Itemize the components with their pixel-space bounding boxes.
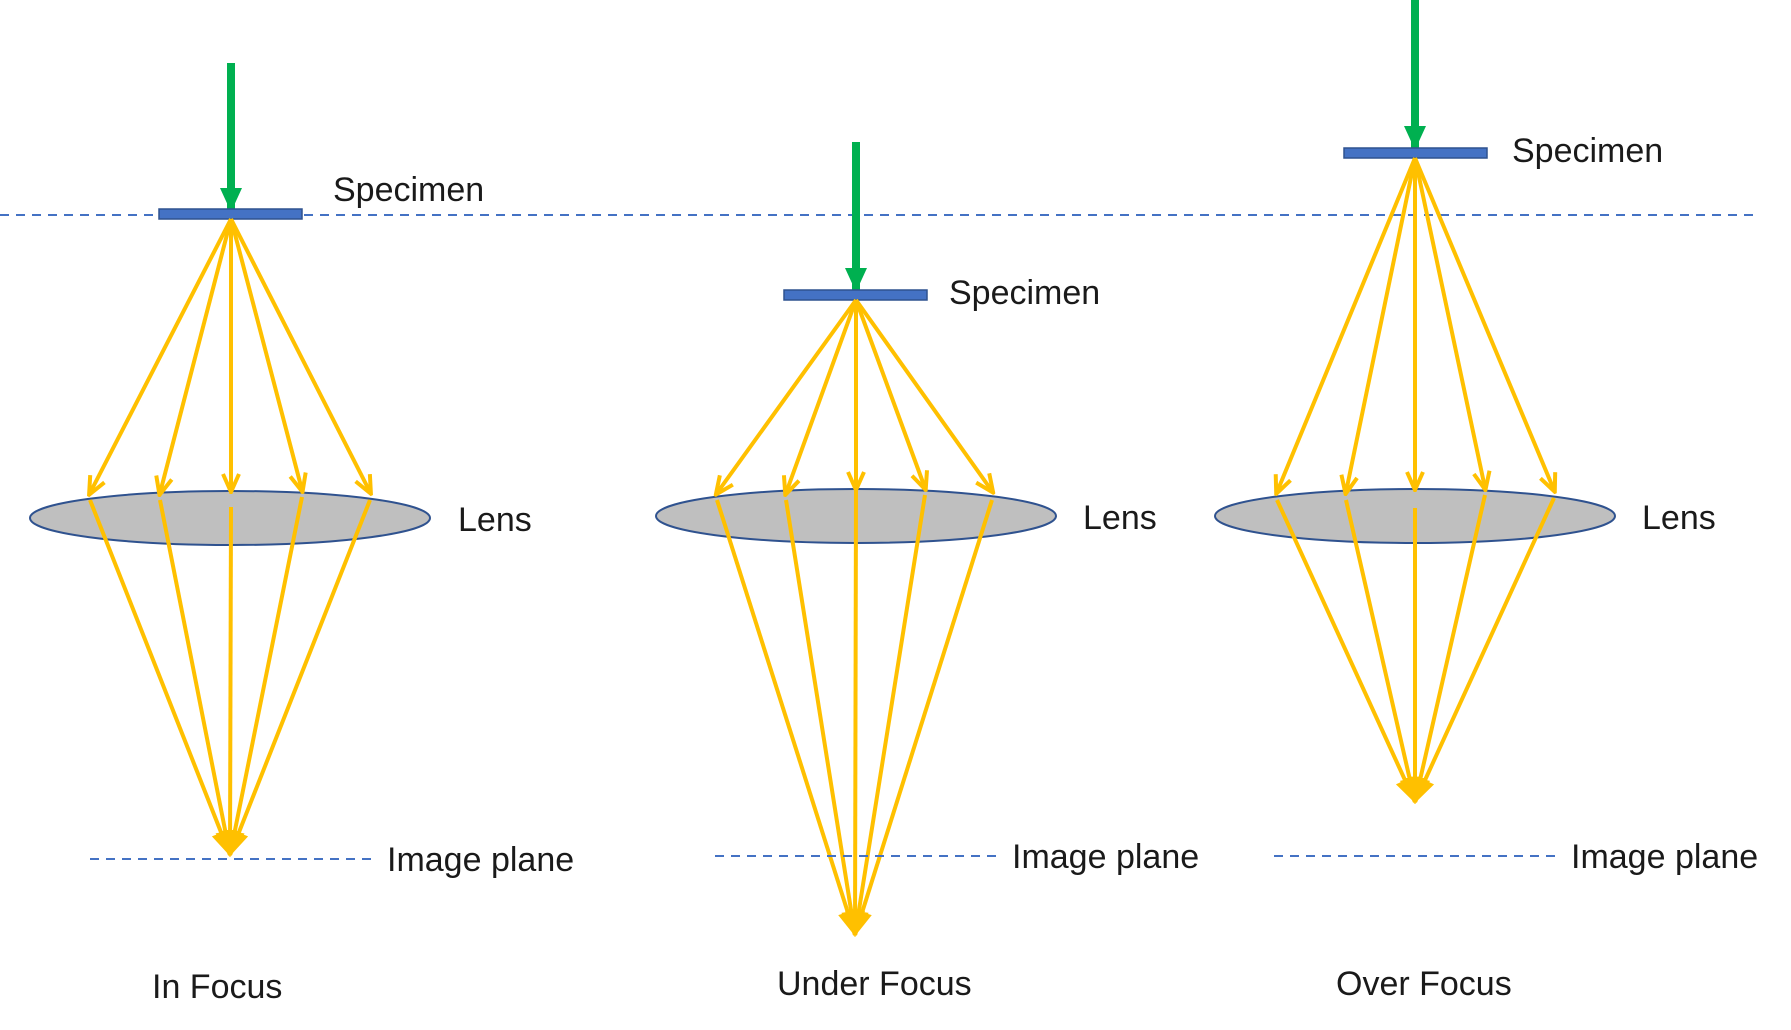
ray-down-1 <box>1275 499 1417 804</box>
specimen-bar <box>158 208 303 220</box>
ray-down-2 <box>784 499 862 937</box>
ray-up-2 <box>786 299 858 493</box>
specimen-bar <box>1343 147 1488 159</box>
incident-rays <box>90 218 370 493</box>
ray-up-4 <box>1413 157 1485 488</box>
ray-up-5 <box>854 298 992 491</box>
ray-down-2 <box>1344 499 1420 804</box>
ray-down-5 <box>852 499 994 937</box>
ray-down-5 <box>228 499 372 857</box>
ray-up-2 <box>160 218 233 493</box>
incident-rays <box>717 298 992 493</box>
ray-up-2 <box>1346 157 1417 492</box>
panel-caption: Under Focus <box>777 965 972 1003</box>
panel-under-focus: Specimen Lens Image plane Under Focus <box>655 142 1199 1003</box>
panel-in-focus: Specimen Lens Image plane In Focus <box>29 63 574 1006</box>
lens-label: Lens <box>1083 499 1157 537</box>
refracted-rays <box>88 496 372 857</box>
ray-down-4 <box>848 494 927 937</box>
image-plane-label: Image plane <box>387 841 574 879</box>
specimen-label: Specimen <box>1512 132 1663 170</box>
ray-up-4 <box>854 299 925 488</box>
ray-down-1 <box>715 499 858 937</box>
refracted-rays <box>1275 494 1556 804</box>
image-plane-label: Image plane <box>1571 838 1758 876</box>
specimen-label: Specimen <box>333 171 484 209</box>
ray-down-4 <box>1410 494 1487 804</box>
specimen-label: Specimen <box>949 274 1100 312</box>
refracted-rays <box>715 489 994 937</box>
ray-up-5 <box>1413 157 1554 490</box>
incident-rays <box>1277 157 1554 492</box>
ray-up-1 <box>90 218 233 493</box>
ray-down-2 <box>158 499 236 857</box>
lens-label: Lens <box>1642 499 1716 537</box>
ray-down-5 <box>1413 497 1556 804</box>
ray-down-1 <box>88 499 232 857</box>
ray-down-3 <box>220 506 241 857</box>
ray-up-5 <box>229 218 370 492</box>
ray-up-4 <box>229 218 302 490</box>
ray-up-1 <box>1277 157 1417 492</box>
lens-label: Lens <box>458 501 532 539</box>
panel-caption: Over Focus <box>1336 965 1512 1003</box>
image-plane-label: Image plane <box>1012 838 1199 876</box>
ray-down-3 <box>845 489 866 937</box>
ray-down-4 <box>224 496 304 857</box>
ray-up-1 <box>717 298 858 493</box>
specimen-bar <box>783 289 928 301</box>
panel-caption: In Focus <box>152 968 282 1006</box>
panel-over-focus: Specimen Lens Image plane Over Focus <box>1214 0 1758 1003</box>
